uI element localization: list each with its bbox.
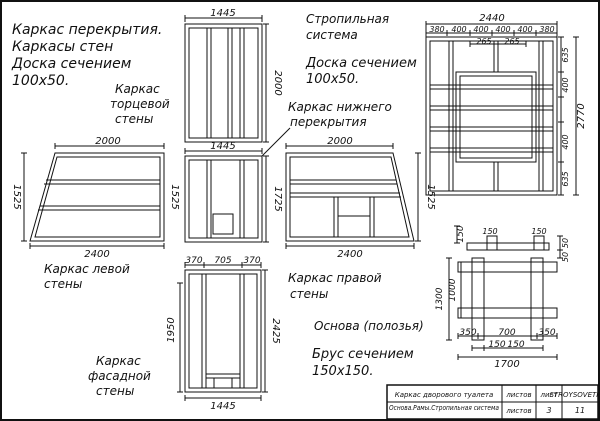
base-dim-i: 700: [498, 328, 515, 338]
title-block: Каркас дворового туалета Основа.Рамы.Стр…: [386, 384, 600, 420]
rafter-dim-d: 400: [495, 25, 510, 34]
base-dim-e: 50: [561, 252, 570, 262]
rafter-note-line-1: Стропильная: [306, 12, 389, 26]
facade-right-dim: 2425: [270, 318, 281, 343]
sheet-total: 11: [575, 406, 585, 415]
base-dim-l: 150: [507, 340, 524, 350]
roof-height-dim: 2000: [272, 70, 283, 95]
sheets-label-1: листов: [505, 391, 531, 399]
end-wall-note-line-3: стены: [115, 112, 153, 126]
facade-note-line-2: фасадной: [88, 369, 151, 383]
rafter-row-dim-1: 635: [561, 47, 570, 62]
end-wall-note-line-2: торцевой: [110, 97, 170, 111]
facade-wall-frame: [177, 262, 268, 401]
facade-left-dim: 1950: [166, 317, 177, 342]
base-dim-k: 150: [488, 340, 505, 350]
base-dim-b: 150: [482, 227, 497, 236]
floor-leader-line: [261, 127, 291, 157]
beam-note-line-2: 150x150.: [312, 364, 373, 379]
sheet-number: 3: [546, 406, 551, 415]
sheet-name-text: Основа.Рамы.Стропильная система: [389, 404, 499, 412]
right-wall-top-dim: 2000: [327, 136, 352, 147]
right-wall-note-line-1: Каркас правой: [288, 271, 382, 285]
left-wall-note-line-1: Каркас левой: [44, 262, 130, 276]
rafter-system: [425, 21, 579, 196]
floor-note-line-1: Каркас нижнего: [288, 100, 392, 114]
sheet-label: лист: [540, 391, 559, 399]
left-wall-side-dim-a: 1525: [11, 184, 22, 209]
base-dim-h: 350: [459, 328, 476, 338]
roof-frame: [184, 15, 269, 143]
right-wall-note-line-2: стены: [290, 287, 328, 301]
roof-width-dim: 1445: [210, 8, 235, 19]
rafter-dim-g: 265: [476, 37, 491, 46]
right-wall-frame: [285, 143, 421, 249]
general-note-line-3: Доска сечением: [11, 56, 132, 72]
floor-frame: [184, 148, 269, 243]
rafter-dim-c: 400: [473, 25, 488, 34]
floor-height-dim: 1725: [272, 186, 283, 211]
left-wall-bottom-dim: 2400: [84, 249, 109, 260]
left-wall-frame: [21, 143, 165, 249]
base-skids: [446, 225, 563, 360]
left-wall-top-dim: 2000: [95, 136, 120, 147]
rafter-note-line-2: система: [306, 28, 358, 42]
rafter-dim-b: 400: [451, 25, 466, 34]
general-note-line-1: Каркас перекрытия.: [12, 22, 162, 38]
site-text: STROYSOVETI.RU: [549, 391, 600, 399]
base-dim-c: 150: [531, 227, 546, 236]
rafter-dim-h: 265: [504, 37, 519, 46]
left-wall-note-line-2: стены: [44, 277, 82, 291]
general-note-line-4: 100x50.: [12, 73, 69, 89]
facade-note-line-3: стены: [96, 384, 134, 398]
base-dim-a: 150: [456, 225, 466, 242]
base-dim-j: 350: [538, 328, 555, 338]
floor-width-dim: 1445: [210, 141, 235, 152]
facade-dim-c: 370: [243, 256, 260, 266]
end-wall-note-line-1: Каркас: [115, 82, 160, 96]
base-dim-g: 1000: [448, 278, 458, 301]
general-note-line-2: Каркасы стен: [12, 39, 113, 55]
rafter-total-dim: 2440: [479, 13, 504, 24]
base-dim-d: 50: [561, 238, 570, 248]
notes: Каркас перекрытия. Каркасы стен Доска се…: [11, 12, 424, 398]
facade-dim-b: 705: [214, 256, 231, 266]
rafter-height-dim: 2770: [576, 103, 587, 128]
right-wall-side-dim: 1525: [425, 184, 436, 209]
base-dim-m: 1700: [494, 359, 519, 370]
facade-note-line-1: Каркас: [96, 354, 141, 368]
base-note-line-1: Основа (полозья): [314, 319, 424, 333]
rafter-row-dim-3: 400: [561, 134, 570, 149]
rafter-dim-f: 380: [539, 25, 554, 34]
rafter-dim-a: 380: [429, 25, 444, 34]
facade-dim-a: 370: [185, 256, 202, 266]
base-dim-f: 1300: [435, 287, 445, 310]
rafter-dim-e: 400: [517, 25, 532, 34]
facade-bottom-dim: 1445: [210, 401, 235, 412]
floor-note-line-2: перекрытия: [290, 115, 367, 129]
beam-note-line-1: Брус сечением: [312, 347, 414, 362]
title-text: Каркас дворового туалета: [395, 391, 494, 399]
rafter-note-line-3: Доска сечением: [305, 56, 417, 71]
rafter-note-line-4: 100x50.: [306, 72, 359, 87]
rafter-row-dim-2: 400: [561, 77, 570, 92]
sheets-label-2: листов: [505, 407, 531, 415]
right-wall-bottom-dim: 2400: [337, 249, 362, 260]
rafter-row-dim-4: 635: [561, 171, 570, 186]
left-wall-side-dim-b: 1525: [169, 184, 180, 209]
